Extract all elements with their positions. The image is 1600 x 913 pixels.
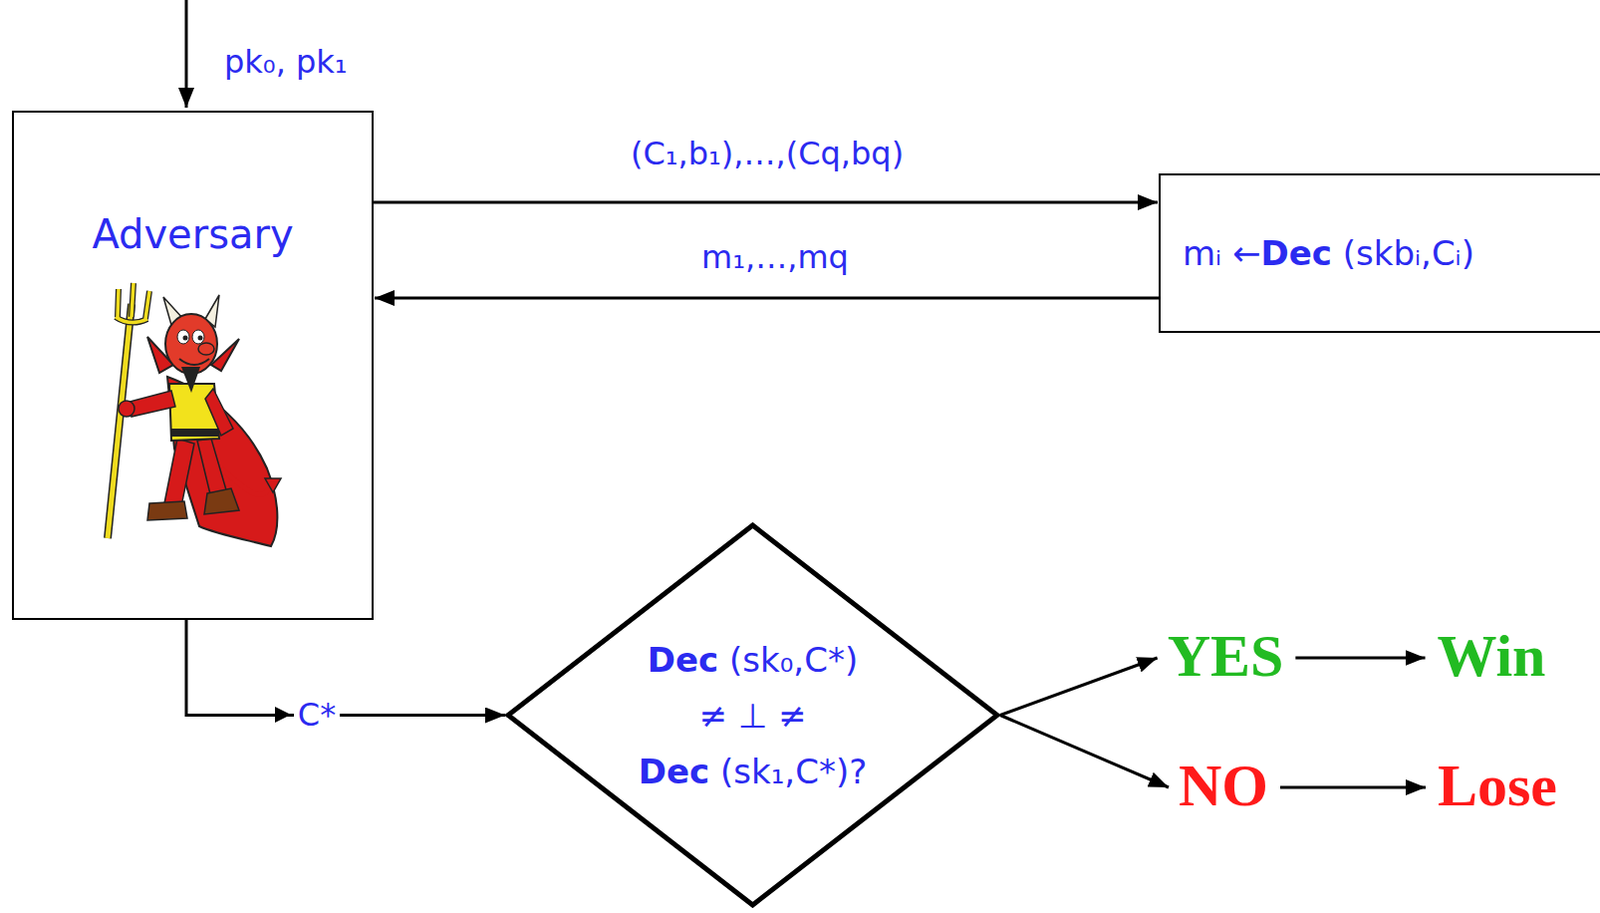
edge-label: C* — [293, 695, 340, 734]
outcome-text: YES — [1167, 622, 1285, 689]
outcome-text: Win — [1437, 622, 1547, 689]
edge-label: (C₁,b₁),…,(Cq,bq) — [630, 134, 904, 173]
outcome-no: NO — [1178, 752, 1269, 818]
outcome-text: Lose — [1437, 752, 1558, 818]
text-run: (sk₀,C*) — [718, 639, 858, 680]
text-run: mᵢ ← — [1182, 233, 1262, 273]
text-line: Dec (sk₁,C*)? — [638, 743, 867, 800]
bold-term: Dec — [647, 639, 719, 680]
decision-diamond: Dec (sk₀,C*) ≠ ⊥ ≠ Dec (sk₁,C*)? — [505, 522, 1001, 908]
text-run: (sk₁,C*)? — [709, 751, 867, 792]
text-line: Lose — [1437, 752, 1558, 818]
text-run: (skbᵢ,Cᵢ) — [1332, 233, 1475, 273]
oracle-label: mᵢ ←Dec (skbᵢ,Cᵢ) — [1182, 233, 1475, 273]
bold-term: Dec — [638, 751, 710, 792]
outcome-lose: Lose — [1437, 752, 1558, 818]
arrow-connector — [186, 619, 506, 716]
adversary-label: Adversary — [91, 211, 293, 258]
text-line: NO — [1178, 752, 1269, 818]
outcome-yes: YES — [1167, 622, 1285, 689]
decryption-oracle-box: mᵢ ←Dec (skbᵢ,Cᵢ) — [1158, 173, 1600, 333]
text-run: Adversary — [91, 211, 293, 258]
arrow-connector — [373, 201, 1158, 205]
outcome-win: Win — [1437, 622, 1547, 689]
key-label: pk₀, pk₁ — [224, 42, 348, 81]
text-line: mᵢ ←Dec (skbᵢ,Cᵢ) — [1182, 233, 1475, 273]
text-line: YES — [1167, 622, 1285, 689]
arrow-connector — [1000, 657, 1158, 716]
arrow-connector — [1295, 656, 1425, 660]
text-run: ≠ ⊥ ≠ — [698, 695, 806, 736]
text-line: Win — [1437, 622, 1547, 689]
text-run: NO — [1178, 752, 1269, 818]
text-line: ≠ ⊥ ≠ — [638, 687, 867, 744]
adversary-box: Adversary — [11, 110, 374, 620]
arrow-connector — [1280, 786, 1426, 790]
edge-label: m₁,…,mq — [701, 238, 849, 276]
arrow-connector — [1000, 715, 1169, 789]
outcome-text: NO — [1178, 752, 1269, 818]
text-run: Lose — [1437, 752, 1558, 818]
text-run: Win — [1437, 622, 1547, 689]
decision-condition: Dec (sk₀,C*) ≠ ⊥ ≠ Dec (sk₁,C*)? — [638, 631, 867, 800]
text-run: YES — [1167, 622, 1285, 689]
input-arrow — [185, 0, 189, 108]
text-line: Dec (sk₀,C*) — [638, 631, 867, 688]
devil-illustration — [107, 282, 281, 546]
bold-term: Dec — [1261, 233, 1333, 273]
text-line: Adversary — [91, 211, 293, 258]
arrow-connector — [374, 296, 1159, 300]
